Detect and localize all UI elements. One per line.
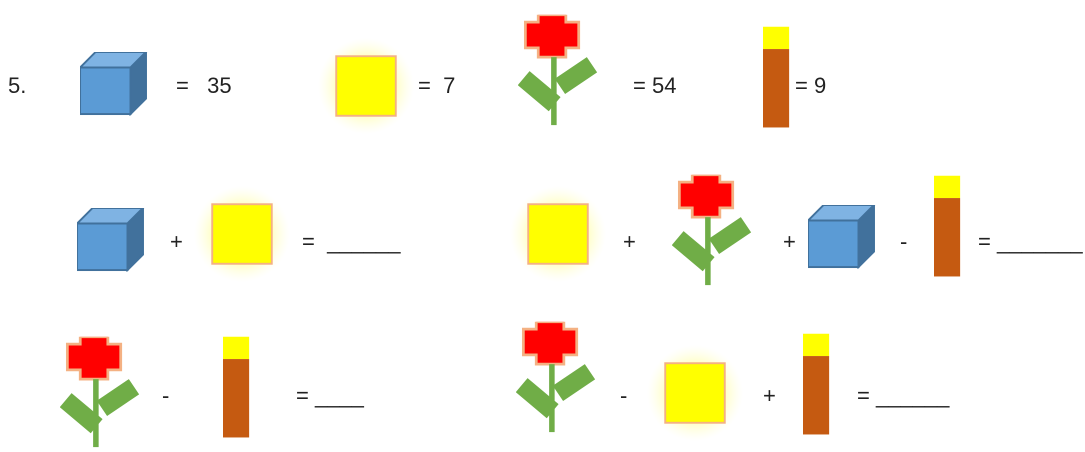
answer-blank: = ______ xyxy=(857,383,950,408)
candle-icon xyxy=(763,24,791,132)
cube-value: = 35 xyxy=(176,73,232,98)
answer-blank: = ______ xyxy=(302,229,401,254)
minus-operator: - xyxy=(620,383,628,408)
flower-icon xyxy=(672,170,764,290)
square-value: = 7 xyxy=(418,73,456,98)
flower-icon xyxy=(516,317,608,437)
problem-number: 5. xyxy=(8,73,27,98)
candle-icon xyxy=(803,331,831,439)
cube-icon xyxy=(77,208,145,272)
answer-blank: = _______ xyxy=(978,229,1083,254)
glowing-square-icon xyxy=(194,186,290,282)
glowing-square-icon xyxy=(510,186,606,282)
glowing-square-icon xyxy=(318,38,414,134)
cube-icon xyxy=(808,205,876,269)
plus-operator: + xyxy=(623,229,636,254)
flower-icon xyxy=(60,332,152,452)
candle-icon xyxy=(934,173,962,281)
glowing-square-icon xyxy=(647,345,743,441)
minus-operator: - xyxy=(900,229,908,254)
answer-blank: = ____ xyxy=(296,383,364,408)
minus-operator: - xyxy=(162,383,170,408)
candle-icon xyxy=(223,334,251,442)
plus-operator: + xyxy=(170,229,183,254)
flower-icon xyxy=(518,10,610,130)
flower-value: = 54 xyxy=(633,73,677,98)
plus-operator: + xyxy=(763,383,776,408)
cube-icon xyxy=(80,52,148,116)
candle-value: = 9 xyxy=(795,73,827,98)
plus-operator: + xyxy=(783,229,796,254)
